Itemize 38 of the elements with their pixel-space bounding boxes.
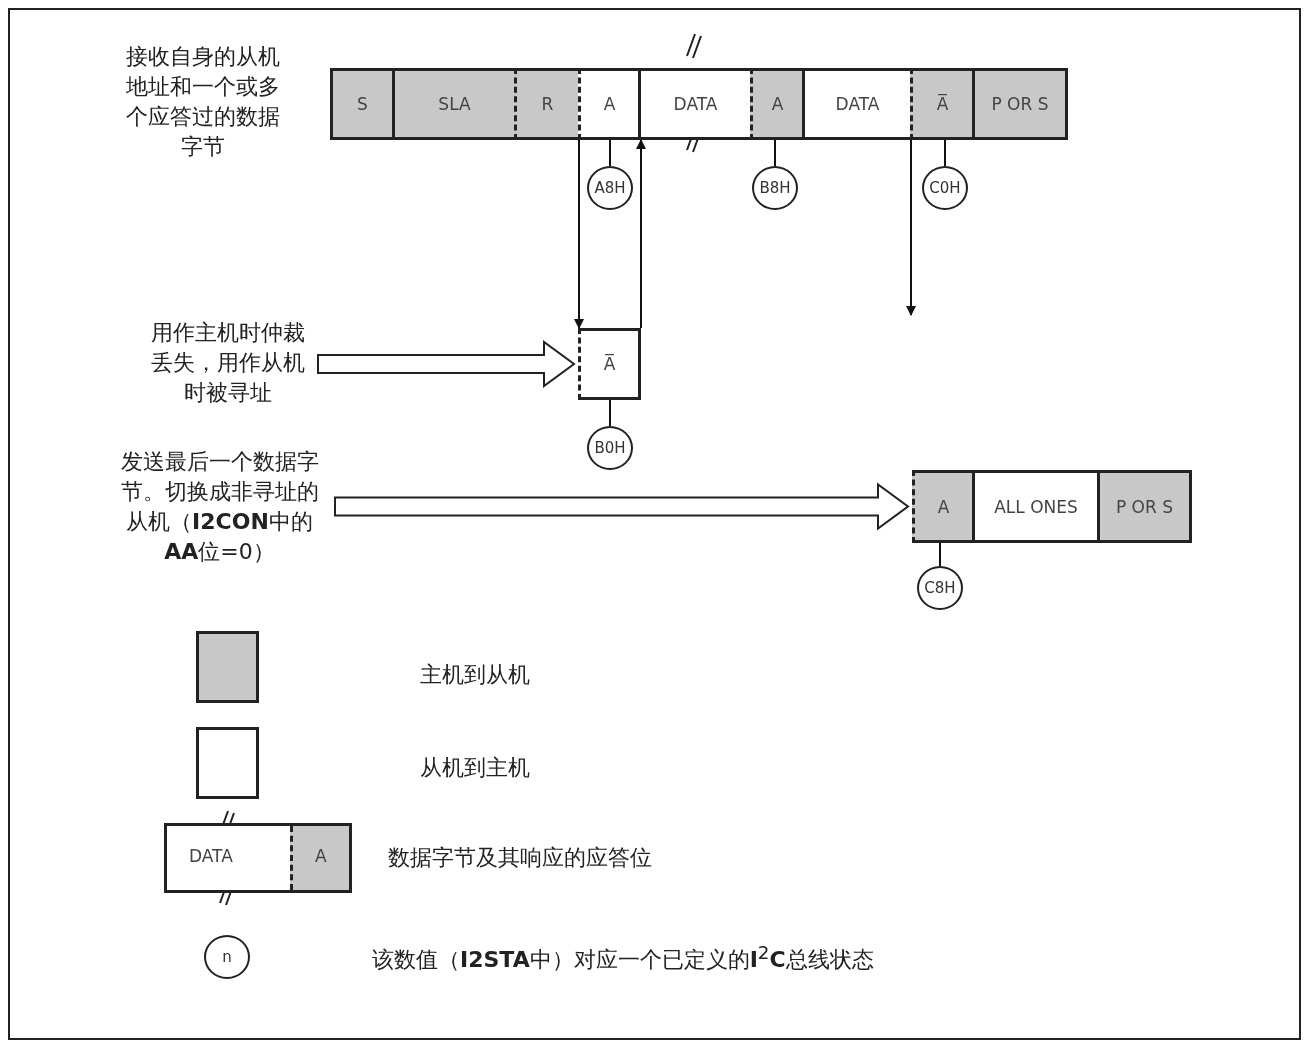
frame-field: P OR S <box>1100 470 1192 543</box>
connector-line <box>944 139 946 167</box>
frame-field: A̅ <box>910 68 975 140</box>
note-text: 发送最后一个数据字节。切换成非寻址的从机（I2CON中的AA位=0） <box>112 447 327 567</box>
frame-field: R <box>514 68 578 140</box>
legend-text: 数据字节及其响应的应答位 <box>388 844 652 872</box>
note-text: 用作主机时仲裁丢失，用作从机时被寻址 <box>145 318 310 408</box>
frame-field: A̅ <box>578 328 641 400</box>
field-text: DATA <box>189 846 233 866</box>
status-code-circle: A8H <box>587 166 633 210</box>
status-code-circle: B0H <box>587 426 633 470</box>
connector-line <box>609 399 611 427</box>
legend-text: 该数值（I2STA中）对应一个已定义的I$^{2}$C总线状态 <box>372 942 874 975</box>
arrow <box>636 139 646 329</box>
hollow-arrow <box>317 340 576 388</box>
hollow-arrow <box>334 482 910 531</box>
status-code-circle: C0H <box>922 166 968 210</box>
connector-line <box>939 542 941 567</box>
legend-text: 从机到主机 <box>420 754 530 782</box>
frame-field: A <box>912 470 975 543</box>
arrow <box>906 139 916 316</box>
legend-text: 主机到从机 <box>420 661 530 689</box>
connector-line <box>774 139 776 167</box>
legend-circle: n <box>204 935 250 979</box>
frame-field: SLA <box>395 68 514 140</box>
frame-field: DATA <box>641 68 750 140</box>
caption-text: 接收自身的从机地址和一个或多个应答过的数据字节 <box>124 43 281 161</box>
frame-field: P OR S <box>975 68 1068 140</box>
frame-field: DATA <box>805 68 910 140</box>
frame-field: S <box>330 68 395 140</box>
connector-line <box>609 139 611 167</box>
status-code-circle: C8H <box>917 566 963 610</box>
field-text: A <box>315 846 327 866</box>
arrow <box>574 139 584 329</box>
frame-field: ALL ONES <box>975 470 1100 543</box>
status-code-circle: B8H <box>752 166 798 210</box>
frame-field: A <box>578 68 641 140</box>
frame-field: A <box>750 68 805 140</box>
